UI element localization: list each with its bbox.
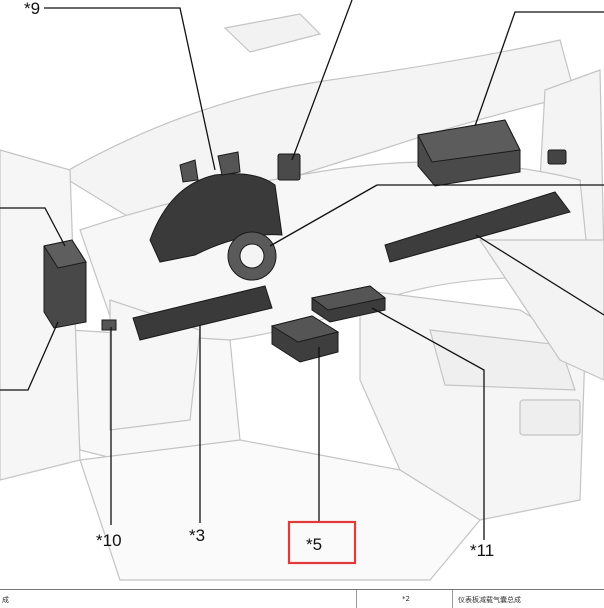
callout-9: *9 xyxy=(24,0,40,18)
center-airbag-sensor xyxy=(270,315,340,363)
combination-meter xyxy=(149,151,283,263)
leader-right-lower xyxy=(475,234,604,316)
components xyxy=(43,119,571,363)
side-sensor xyxy=(547,149,567,165)
leader-top xyxy=(291,0,353,161)
left-side-module xyxy=(43,239,87,329)
highlight-box-5 xyxy=(287,520,357,565)
legend-divider-2 xyxy=(452,590,453,608)
callout-3: *3 xyxy=(189,526,205,545)
ecu-box xyxy=(417,119,521,187)
leader-right-middle-2 xyxy=(269,184,378,247)
callout-5: *5 xyxy=(306,535,322,554)
legend-description: 仪表板减载气囊总成 xyxy=(458,596,521,604)
spiral-cable xyxy=(227,231,277,281)
upper-sensor-module xyxy=(277,153,301,181)
legend-left-fragment: 成 xyxy=(2,596,9,604)
leader-9 xyxy=(44,7,216,171)
leader-left-top xyxy=(0,207,66,247)
console-module xyxy=(310,285,387,323)
leader-top-right xyxy=(474,11,604,127)
leader-lines xyxy=(0,0,604,540)
knee-airbag-assembly xyxy=(132,285,273,341)
parts-location-diagram: *9 *10 *3 *5 *11 xyxy=(0,0,604,581)
leader-left-bottom xyxy=(0,321,59,391)
legend-row: 成 *2 仪表板减载气囊总成 xyxy=(0,589,604,608)
leader-11 xyxy=(371,307,485,540)
car-interior-outline xyxy=(0,13,604,581)
callout-11: *11 xyxy=(470,541,494,560)
legend-divider-1 xyxy=(356,590,357,608)
callout-10: *10 xyxy=(96,531,122,550)
passenger-airbag-assembly xyxy=(384,191,571,263)
small-connector xyxy=(101,319,117,331)
legend-marker: *2 xyxy=(402,595,410,603)
